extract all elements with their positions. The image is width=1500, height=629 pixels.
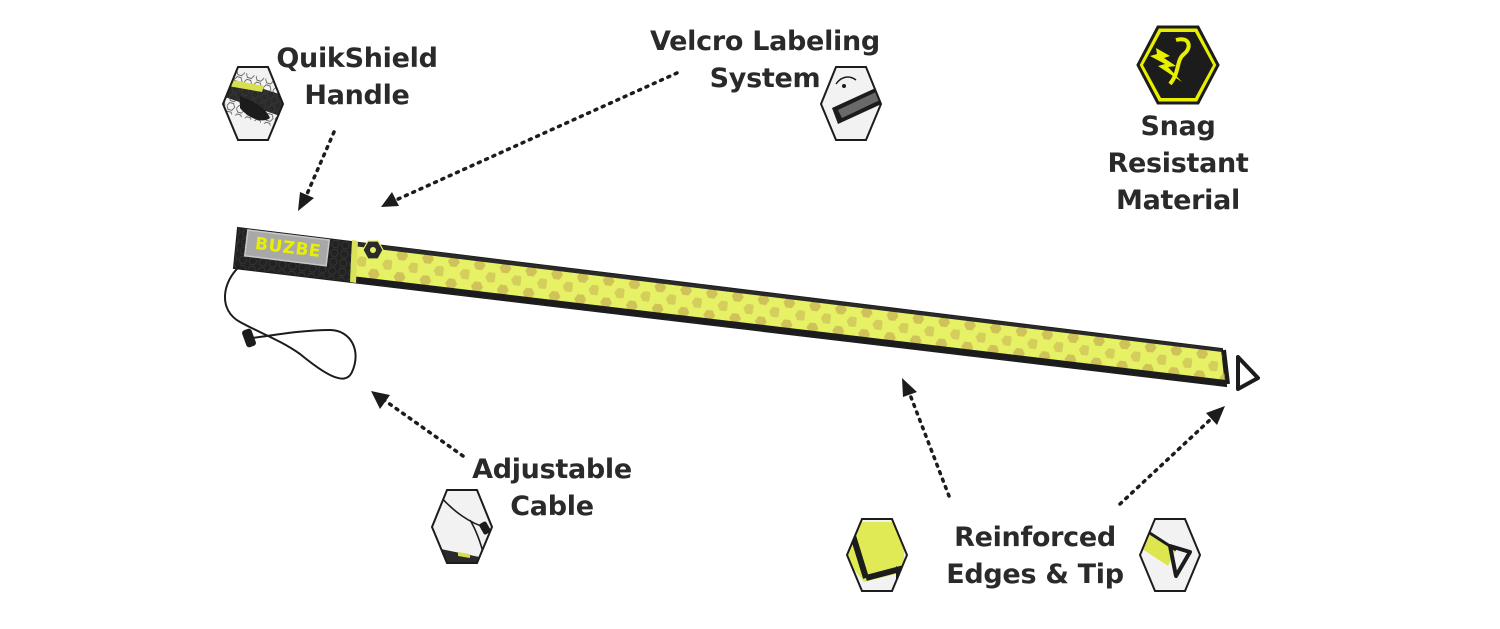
brand-logo-badge bbox=[243, 229, 331, 267]
label-snag-line1: Snag bbox=[1140, 111, 1216, 142]
snag-resistant-badge bbox=[1136, 25, 1220, 105]
label-velcro-line1: Velcro Labeling bbox=[650, 26, 880, 57]
arrow-edges bbox=[907, 390, 951, 498]
thumb-tip-closeup bbox=[1138, 518, 1202, 592]
label-velcro-line2: System bbox=[709, 63, 821, 94]
label-snag-line2: Resistant bbox=[1107, 148, 1249, 179]
arrow-velcro bbox=[394, 71, 679, 202]
label-quikshield-line2: Handle bbox=[304, 80, 410, 111]
label-quikshield-handle: QuikShield Handle bbox=[262, 40, 452, 114]
pointer-arrows bbox=[305, 71, 1214, 506]
arrow-cable bbox=[382, 398, 465, 458]
label-snag-resistant: Snag Resistant Material bbox=[1098, 108, 1258, 219]
label-adjustable-cable: Adjustable Cable bbox=[462, 451, 642, 525]
label-cable-line1: Adjustable bbox=[472, 454, 632, 485]
arrow-handle bbox=[305, 130, 336, 196]
thumb-handle-closeup bbox=[221, 66, 285, 141]
label-reinforced-line1: Reinforced bbox=[954, 522, 1116, 553]
label-reinforced-line2: Edges & Tip bbox=[946, 559, 1124, 590]
label-velcro-labeling: Velcro Labeling System bbox=[630, 23, 900, 97]
arrow-tip bbox=[1118, 416, 1214, 506]
thumb-edge-closeup bbox=[845, 518, 909, 592]
label-quikshield-line1: QuikShield bbox=[276, 43, 438, 74]
thumb-velcro-closeup bbox=[819, 66, 883, 141]
cable-toggle-icon bbox=[242, 328, 256, 348]
lightning-hook-icon bbox=[1150, 37, 1191, 86]
label-cable-line2: Cable bbox=[510, 491, 594, 522]
tip-loop bbox=[1222, 349, 1260, 391]
adjustable-cable bbox=[224, 265, 357, 380]
label-reinforced-edges: Reinforced Edges & Tip bbox=[930, 519, 1140, 593]
arrow-heads bbox=[298, 192, 1225, 425]
label-snag-line3: Material bbox=[1116, 185, 1240, 216]
